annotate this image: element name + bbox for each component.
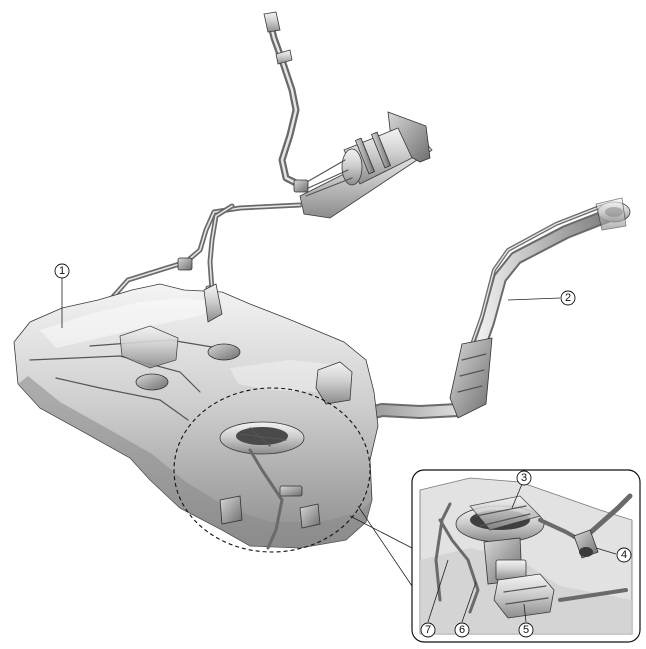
callout-2: 2 xyxy=(560,290,576,306)
callout-2-label: 2 xyxy=(565,292,571,304)
charcoal-canister xyxy=(293,111,433,219)
detail-inset xyxy=(411,469,641,643)
callout-3-label: 3 xyxy=(521,472,527,484)
callout-6: 6 xyxy=(454,622,470,638)
callout-7-label: 7 xyxy=(425,624,431,636)
pump-module-in-tank xyxy=(219,421,305,550)
fuel-tank xyxy=(13,283,379,549)
callout-4: 4 xyxy=(616,547,632,563)
detail-circle xyxy=(173,387,371,553)
vapor-line-upper xyxy=(263,11,304,189)
callout-4-label: 4 xyxy=(621,549,627,561)
detail-connector-lines xyxy=(349,505,413,587)
callout-1: 1 xyxy=(54,263,70,279)
callout-1-label: 1 xyxy=(59,265,65,277)
leader-lines xyxy=(61,278,617,623)
callout-7: 7 xyxy=(420,622,436,638)
callout-3: 3 xyxy=(516,470,532,486)
callout-6-label: 6 xyxy=(459,624,465,636)
callout-5-label: 5 xyxy=(523,624,529,636)
callout-5: 5 xyxy=(518,622,534,638)
fuel-filler-pipe xyxy=(343,197,631,435)
